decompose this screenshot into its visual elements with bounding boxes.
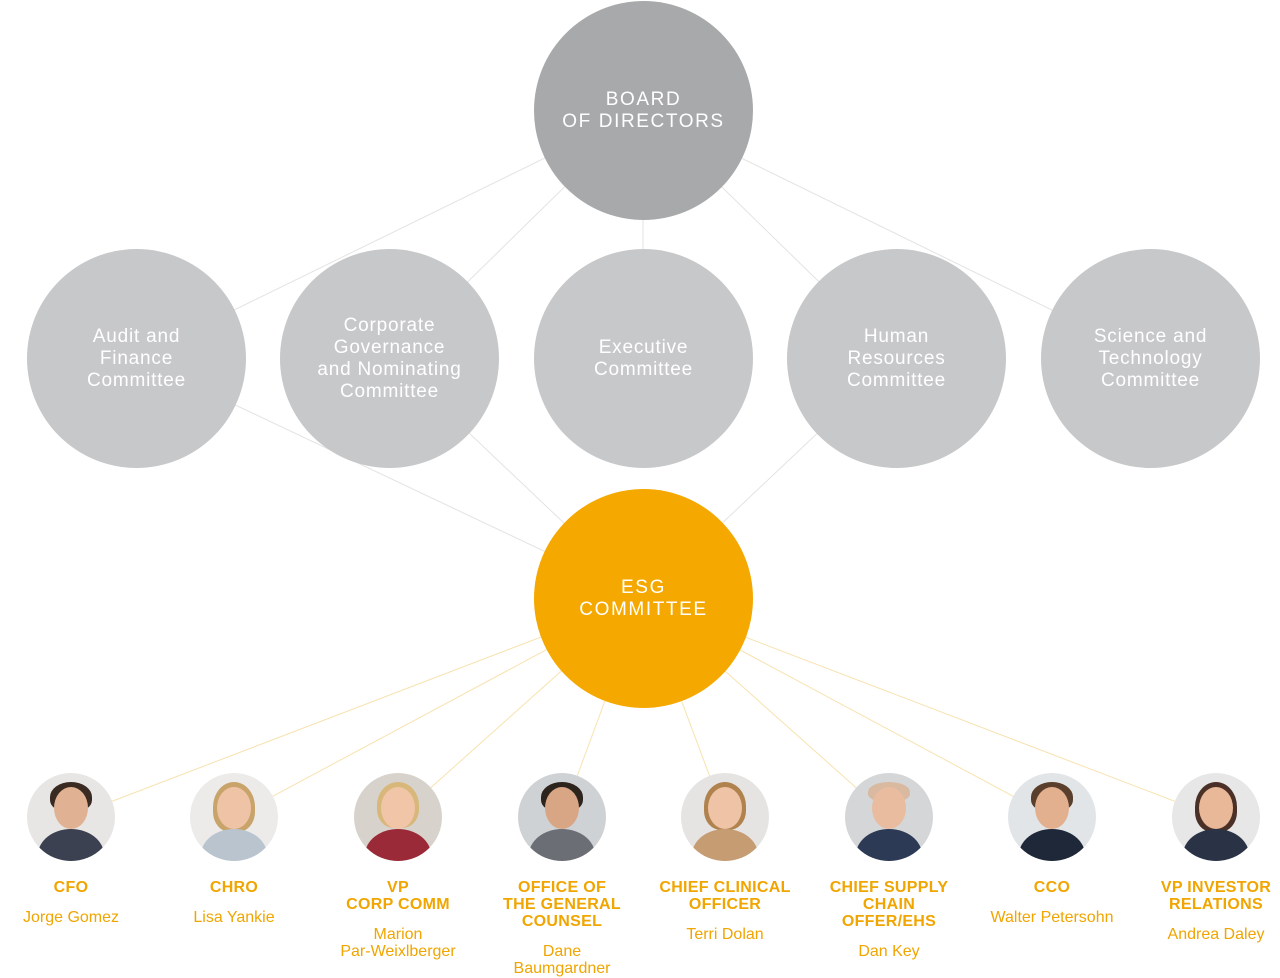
committee-label: Human Resources Committee — [846, 325, 947, 391]
committee-node-executive: Executive Committee — [534, 249, 753, 468]
member-role: OFFICE OF THE GENERAL COUNSEL — [503, 879, 621, 930]
committee-node-corporate-governance: Corporate Governance and Nominating Comm… — [280, 249, 499, 468]
member-card-supply-chain: CHIEF SUPPLY CHAIN OFFER/EHS Dan Key — [807, 773, 971, 960]
member-role: VP CORP COMM — [346, 879, 450, 913]
member-card-general-counsel: OFFICE OF THE GENERAL COUNSEL Dane Baumg… — [480, 773, 644, 977]
member-role: CFO — [53, 879, 89, 896]
member-card-chro: CHRO Lisa Yankie — [152, 773, 316, 926]
committee-node-human-resources: Human Resources Committee — [787, 249, 1006, 468]
avatar — [845, 773, 933, 861]
member-role: CHIEF CLINICAL OFFICER — [659, 879, 791, 913]
esg-committee-node: ESG COMMITTEE — [534, 489, 753, 708]
esg-label: ESG COMMITTEE — [579, 576, 708, 620]
avatar — [518, 773, 606, 861]
member-card-investor-relations: VP INVESTOR RELATIONS Andrea Daley — [1134, 773, 1280, 943]
member-card-clinical-officer: CHIEF CLINICAL OFFICER Terri Dolan — [643, 773, 807, 943]
member-name: Lisa Yankie — [193, 909, 275, 926]
member-role: CHRO — [209, 879, 259, 896]
committee-node-science-technology: Science and Technology Committee — [1041, 249, 1260, 468]
board-label: BOARD OF DIRECTORS — [562, 88, 725, 132]
member-role: VP INVESTOR RELATIONS — [1160, 879, 1272, 913]
avatar — [681, 773, 769, 861]
avatar — [190, 773, 278, 861]
board-of-directors-node: BOARD OF DIRECTORS — [534, 1, 753, 220]
member-name: Andrea Daley — [1167, 926, 1265, 943]
avatar — [1008, 773, 1096, 861]
member-name: Terri Dolan — [686, 926, 764, 943]
committee-label: Executive Committee — [593, 336, 694, 380]
committee-label: Science and Technology Committee — [1093, 325, 1208, 391]
avatar — [27, 773, 115, 861]
member-name: Jorge Gomez — [22, 909, 120, 926]
member-card-vp-corp-comm: VP CORP COMM Marion Par-Weixlberger — [316, 773, 480, 960]
avatar — [1172, 773, 1260, 861]
avatar — [354, 773, 442, 861]
member-card-cfo: CFO Jorge Gomez — [0, 773, 153, 926]
committee-node-audit-finance: Audit and Finance Committee — [27, 249, 246, 468]
member-name: Marion Par-Weixlberger — [340, 926, 456, 960]
member-name: Walter Petersohn — [990, 909, 1114, 926]
member-name: Dane Baumgardner — [513, 943, 611, 977]
committee-label: Corporate Governance and Nominating Comm… — [317, 314, 462, 402]
member-card-cco: CCO Walter Petersohn — [970, 773, 1134, 926]
committee-label: Audit and Finance Committee — [86, 325, 187, 391]
member-role: CHIEF SUPPLY CHAIN OFFER/EHS — [829, 879, 949, 930]
member-name: Dan Key — [858, 943, 920, 960]
member-role: CCO — [1033, 879, 1071, 896]
